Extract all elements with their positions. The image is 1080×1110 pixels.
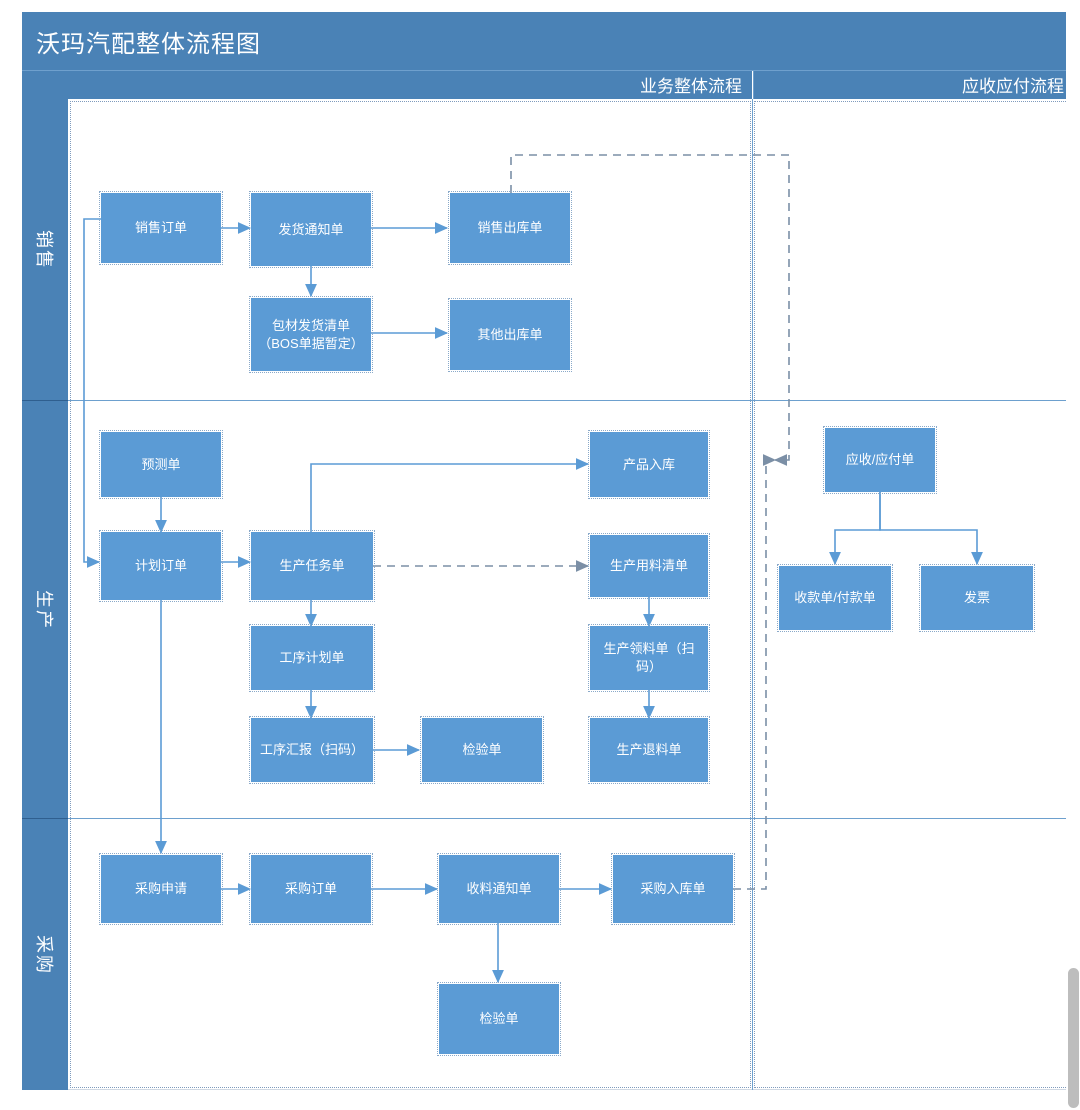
column-header-main-label: 业务整体流程 bbox=[640, 77, 742, 96]
page-title: 沃玛汽配整体流程图 bbox=[36, 31, 261, 58]
lane-rail-purchase: 采购 bbox=[22, 818, 68, 1090]
node-process-report[interactable]: 工序汇报（扫码） bbox=[249, 716, 375, 784]
node-purchase-request[interactable]: 采购申请 bbox=[99, 853, 223, 925]
column-header-ar-ap-process: 应收应付流程 bbox=[753, 71, 1074, 99]
node-inspection-purchase[interactable]: 检验单 bbox=[437, 982, 561, 1056]
node-process-plan[interactable]: 工序计划单 bbox=[249, 624, 375, 692]
panel-divider-vertical bbox=[752, 99, 753, 1090]
lane-label-production: 生产 bbox=[34, 589, 54, 630]
lane-rail-sales: 销售 bbox=[22, 99, 68, 400]
node-other-outbound[interactable]: 其他出库单 bbox=[448, 298, 572, 372]
vertical-scrollbar-thumb[interactable] bbox=[1068, 968, 1079, 1108]
node-sales-order[interactable]: 销售订单 bbox=[99, 191, 223, 265]
node-inspection-prod[interactable]: 检验单 bbox=[420, 716, 544, 784]
node-material-issue[interactable]: 生产领料单（扫码） bbox=[588, 624, 710, 692]
lane-label-purchase: 采购 bbox=[34, 934, 54, 975]
node-receipt-notice[interactable]: 收料通知单 bbox=[437, 853, 561, 925]
node-ar-ap-bill[interactable]: 应收/应付单 bbox=[823, 426, 937, 494]
lane-label-sales: 销售 bbox=[34, 229, 54, 270]
node-invoice[interactable]: 发票 bbox=[919, 564, 1035, 632]
node-production-task[interactable]: 生产任务单 bbox=[249, 530, 375, 602]
column-header-main-process: 业务整体流程 bbox=[22, 71, 752, 99]
node-packing-list[interactable]: 包材发货清单（BOS单据暂定） bbox=[249, 296, 373, 373]
node-purchase-order[interactable]: 采购订单 bbox=[249, 853, 373, 925]
lane-rail-production: 生产 bbox=[22, 400, 68, 818]
node-product-inbound[interactable]: 产品入库 bbox=[588, 430, 710, 499]
column-header-ar-ap-label: 应收应付流程 bbox=[962, 77, 1064, 96]
title-divider bbox=[22, 70, 1074, 71]
node-material-list[interactable]: 生产用料清单 bbox=[588, 533, 710, 599]
diagram-title-bar: 沃玛汽配整体流程图 bbox=[22, 12, 1074, 70]
node-forecast-order[interactable]: 预测单 bbox=[99, 430, 223, 499]
node-material-return[interactable]: 生产退料单 bbox=[588, 716, 710, 784]
node-plan-order[interactable]: 计划订单 bbox=[99, 530, 223, 602]
node-delivery-notice[interactable]: 发货通知单 bbox=[249, 191, 373, 268]
node-receipt-payment[interactable]: 收款单/付款单 bbox=[777, 564, 893, 632]
lane-divider-production-purchase bbox=[68, 818, 1074, 819]
node-sales-outbound[interactable]: 销售出库单 bbox=[448, 191, 572, 265]
vertical-scrollbar-track[interactable] bbox=[1066, 0, 1080, 1110]
node-purchase-inbound[interactable]: 采购入库单 bbox=[611, 853, 735, 925]
lane-divider-sales-production bbox=[68, 400, 1074, 401]
